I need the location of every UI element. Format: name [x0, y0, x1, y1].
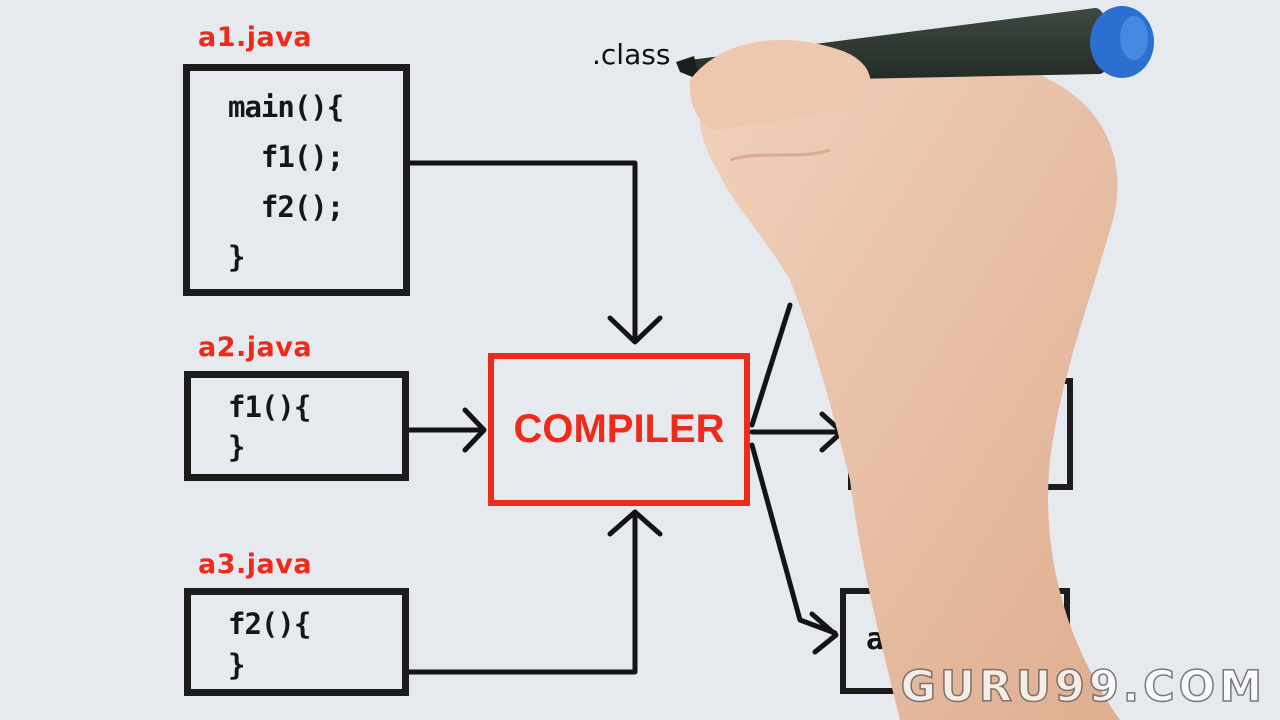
arrowhead-a2	[462, 407, 487, 453]
file-box-a1	[183, 64, 410, 296]
file-label-a1: a1.java	[198, 22, 313, 53]
connector-output-bottom	[749, 442, 838, 636]
hand-shading	[729, 148, 831, 162]
marker-tip	[676, 56, 700, 80]
connector-output-top	[749, 302, 793, 428]
connector-a3-compiler	[405, 511, 638, 675]
code-line: }	[228, 430, 245, 464]
thumb-shape	[689, 40, 871, 130]
code-line: f2();	[228, 190, 344, 224]
code-line: f2(){	[228, 607, 311, 641]
file-label-a3: a3.java	[198, 549, 313, 580]
code-line: f1();	[228, 140, 344, 174]
arrowhead-a3	[607, 509, 663, 537]
file-box-a3	[184, 588, 409, 696]
compiler-label: COMPILER	[513, 407, 725, 451]
watermark-logo: GURU99.COM	[900, 661, 1266, 713]
arrowhead-a1	[607, 315, 663, 345]
file-label-a2: a2.java	[198, 332, 313, 363]
code-line: }	[228, 240, 245, 274]
file-box-a2	[184, 371, 409, 481]
code-line: }	[228, 648, 245, 682]
code-line: f1(){	[228, 390, 311, 424]
class-note: .class	[592, 38, 671, 71]
arrowhead-output-bottom	[809, 611, 839, 655]
hand-shape	[699, 38, 1120, 720]
connector-a1-compiler	[405, 160, 638, 341]
compiler-box: COMPILER	[488, 353, 750, 506]
code-line: main(){	[228, 90, 344, 124]
